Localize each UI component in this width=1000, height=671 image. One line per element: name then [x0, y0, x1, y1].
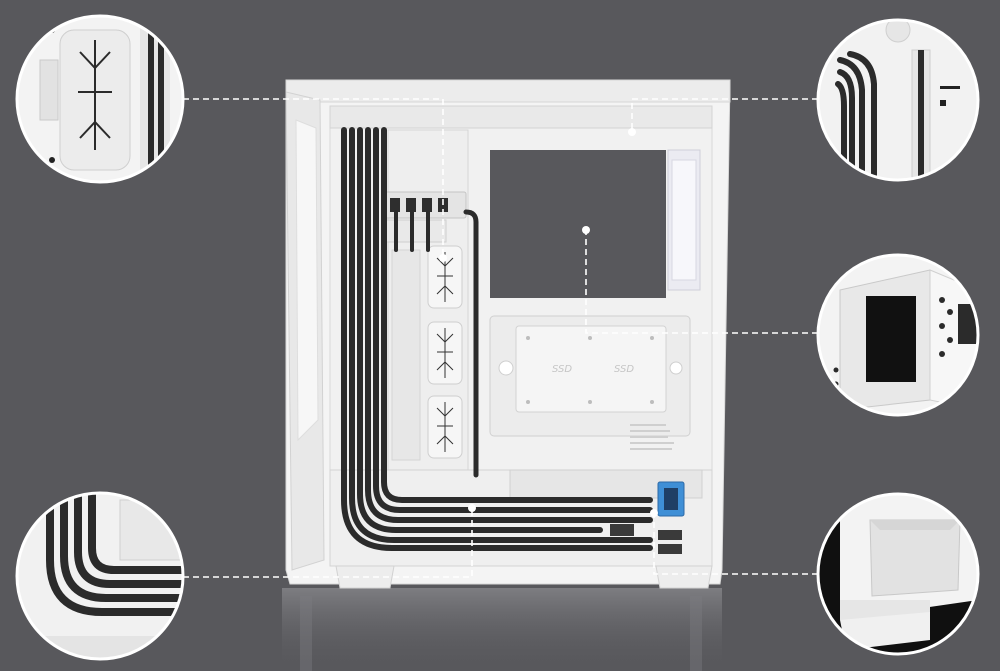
callout-psu-shroud: [816, 492, 980, 656]
cable-bundle: [341, 127, 653, 551]
fan-hub: [381, 191, 467, 243]
case-fine-print: [630, 424, 674, 450]
pc-case: SSD SSD: [285, 79, 731, 589]
cable-channel-icon: [835, 51, 877, 180]
velcro-strap-pads: [427, 245, 463, 459]
callout-cable-bend: [15, 491, 185, 661]
callout-top-channel: [816, 18, 980, 182]
shroud-icon: [840, 494, 978, 620]
ssd-label-left: SSD: [552, 364, 572, 375]
callout-velcro-straps: [15, 14, 185, 184]
callout-mb-cutout: [816, 253, 980, 417]
velcro-strap-icon: [78, 40, 112, 150]
case-foot-right: [655, 565, 713, 589]
cable-bend-icon: [46, 493, 183, 616]
callout-leader-lines: [183, 98, 818, 578]
cutout-icon: [839, 269, 931, 411]
front-panel-connectors: [610, 481, 685, 554]
callout-anchor-dots: [439, 128, 658, 517]
motherboard-cutout: [490, 150, 666, 298]
case-reflection: [282, 588, 722, 671]
ssd-label-right: SSD: [614, 364, 634, 375]
